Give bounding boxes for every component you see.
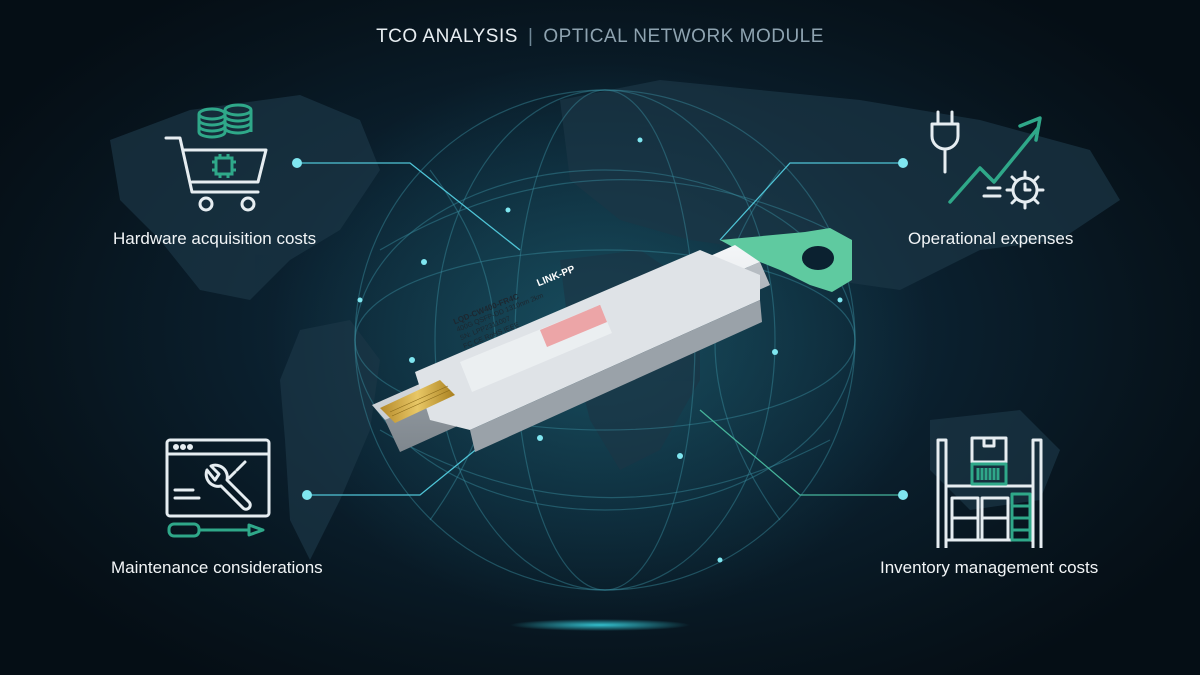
label-hardware-acquisition: Hardware acquisition costs [113, 229, 317, 248]
warehouse-shelf-boxes-icon [936, 436, 1043, 548]
network-nodes [357, 137, 843, 563]
shopping-cart-coins-icon [164, 103, 268, 212]
optical-module [372, 228, 852, 452]
title-separator: | [527, 26, 534, 47]
window-wrench-screwdriver-icon [165, 438, 271, 538]
connector-endpoints [292, 158, 908, 500]
plug-growth-gear-icon [930, 110, 1045, 210]
page-title: TCO ANALYSIS | OPTICAL NETWORK MODULE [0, 26, 1200, 48]
label-inventory-management: Inventory management costs [880, 558, 1099, 577]
label-maintenance-considerations: Maintenance considerations [111, 558, 323, 577]
title-subtitle: OPTICAL NETWORK MODULE [543, 26, 824, 47]
floor-glow [510, 619, 690, 631]
title-main: TCO ANALYSIS [376, 26, 518, 47]
connector-lines [297, 162, 903, 496]
label-operational-expenses: Operational expenses [908, 229, 1074, 248]
